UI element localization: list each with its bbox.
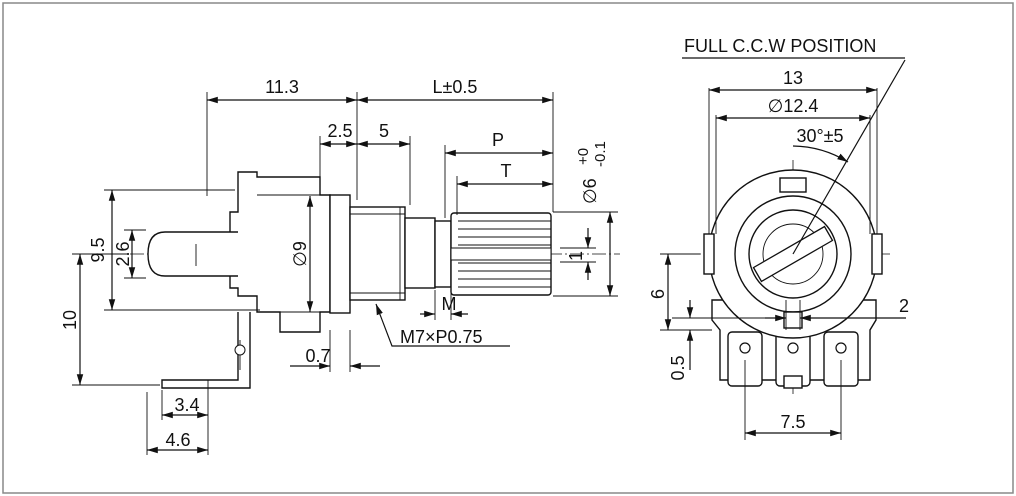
dim-phi-9: ∅9	[290, 241, 310, 267]
dim-2-5: 2.5	[327, 121, 352, 141]
dim-5: 5	[379, 121, 389, 141]
side-tab-right	[871, 233, 883, 275]
dim-t: T	[501, 161, 512, 181]
side-view: 11.3 L±0.5 2.5 5 P T ∅6 +0 -0.1 9.5 2.6 …	[60, 77, 620, 455]
dim-phi-6-tol-lower: -0.1	[592, 141, 609, 167]
shaft-inner-circle	[762, 223, 824, 285]
shaft-collar	[434, 220, 452, 288]
terminal-hole-center	[787, 342, 799, 354]
terminal-hole-left	[739, 342, 751, 354]
dim-phi-12-4: ∅12.4	[768, 96, 819, 116]
dim-phi-6: ∅6	[580, 178, 600, 204]
terminal-hole	[234, 344, 246, 356]
dim-7-5: 7.5	[780, 412, 805, 432]
dim-6: 6	[648, 289, 668, 299]
terminal-tab	[783, 375, 803, 389]
dim-11-3: 11.3	[265, 77, 299, 97]
dim-m: M	[442, 294, 457, 314]
shaft-slot	[450, 247, 552, 261]
dim-phi-6-tol-upper: +0	[575, 148, 592, 165]
thread-spec-label: M7×P0.75	[400, 327, 483, 347]
side-tab-left	[703, 233, 715, 275]
mounting-flange	[329, 194, 351, 314]
threaded-bushing	[349, 206, 406, 301]
terminal-hole-right	[835, 342, 847, 354]
dim-p: P	[492, 130, 504, 150]
dim-angle: 30°±5	[796, 126, 843, 146]
thread-leader	[375, 303, 510, 347]
housing-outline	[229, 171, 331, 333]
position-label: FULL C.C.W POSITION	[684, 36, 876, 56]
angle-arc	[792, 145, 849, 163]
terminal-leg	[161, 312, 251, 389]
dim-2: 2	[899, 296, 909, 316]
knurl-lines	[458, 220, 551, 288]
position-leader	[792, 59, 906, 255]
front-view: FULL C.C.W POSITION 13 ∅12.4 30°±5 6 2 0…	[648, 36, 909, 440]
shaft-neck	[404, 217, 436, 289]
dim-13: 13	[783, 68, 803, 88]
dim-l-tolerance: L±0.5	[433, 77, 478, 97]
dim-2-6: 2.6	[113, 241, 133, 266]
dim-0-5: 0.5	[668, 355, 688, 380]
dim-1: 1	[566, 251, 586, 261]
dim-0-7: 0.7	[305, 346, 330, 366]
dim-10: 10	[60, 310, 80, 330]
rear-stub-shaft	[147, 231, 238, 277]
bottom-key	[783, 311, 803, 329]
top-key	[779, 177, 807, 193]
dim-4-6: 4.6	[165, 430, 190, 450]
dim-3-4: 3.4	[174, 395, 199, 415]
dim-9-5: 9.5	[88, 237, 108, 262]
